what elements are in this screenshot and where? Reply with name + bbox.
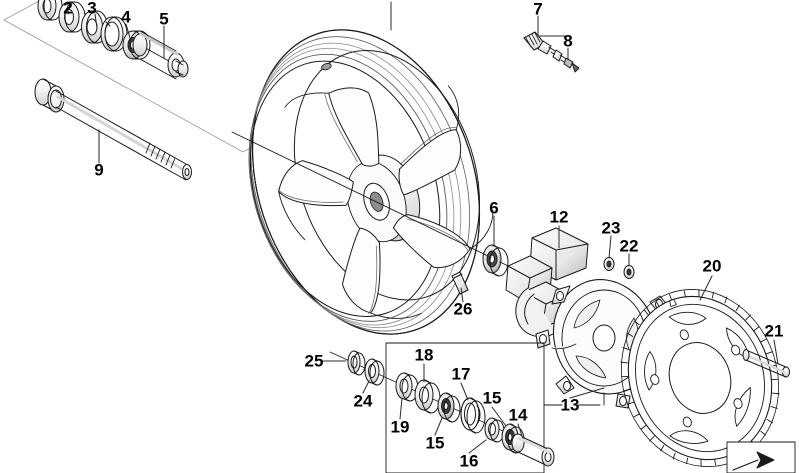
callout-18: 18	[414, 345, 434, 365]
callout-8: 8	[563, 31, 573, 51]
callout-21: 21	[764, 321, 784, 341]
callout-12: 12	[549, 207, 569, 227]
callout-23: 23	[601, 218, 621, 238]
callout-3: 3	[87, 0, 97, 18]
callout-22: 22	[619, 236, 639, 256]
hub-detail-box	[385, 342, 605, 473]
callout-6: 6	[489, 198, 499, 218]
bearing-stack-group	[329, 350, 555, 467]
callout-9: 9	[94, 160, 104, 180]
callout-14: 14	[508, 405, 528, 425]
circlip-16-part	[484, 417, 505, 443]
sprocket-nut-washer-group	[603, 257, 635, 279]
callout-20: 20	[702, 256, 722, 276]
bearing-15a-part	[437, 392, 461, 423]
callout-17: 17	[451, 364, 471, 384]
callout-24: 24	[353, 391, 373, 411]
callout-19: 19	[390, 417, 410, 437]
shim-19-part	[395, 372, 419, 402]
callout-13: 13	[560, 395, 580, 415]
spacer-18-part	[414, 379, 441, 414]
callout-26: 26	[453, 299, 473, 319]
callout-4: 4	[121, 7, 131, 27]
rear-wheel-rim-part	[248, 29, 494, 335]
ring-part-3	[81, 10, 108, 44]
axle-hardware-group	[3, 0, 292, 153]
leader-lines	[67, 1, 779, 454]
direction-of-travel-box-shape	[726, 441, 796, 473]
retaining-ring-17-part	[460, 397, 486, 434]
ring-part-2	[58, 1, 86, 33]
callout-15b: 15	[482, 388, 502, 408]
callout-2: 2	[63, 0, 73, 18]
sprocket-bolt-part	[742, 349, 790, 378]
wheel-bearing-6-part	[482, 244, 509, 277]
spacer-tube-part	[132, 30, 189, 80]
callout-16: 16	[459, 451, 479, 471]
callout-15a: 15	[425, 433, 445, 453]
circlip-25-part	[347, 350, 366, 376]
ring-part-1	[37, 0, 63, 21]
rear-axle-bolt-part	[34, 78, 192, 181]
callout-25: 25	[304, 351, 324, 371]
woodruff-key-part	[451, 271, 469, 295]
callout-7: 7	[533, 0, 543, 19]
rear-sprocket-part	[620, 289, 780, 467]
shim-24-part	[364, 358, 385, 386]
distance-bush-14-part	[511, 433, 555, 467]
valve-assembly-part	[523, 31, 580, 73]
callout-5: 5	[159, 9, 169, 29]
seal-ring-part	[100, 16, 128, 52]
